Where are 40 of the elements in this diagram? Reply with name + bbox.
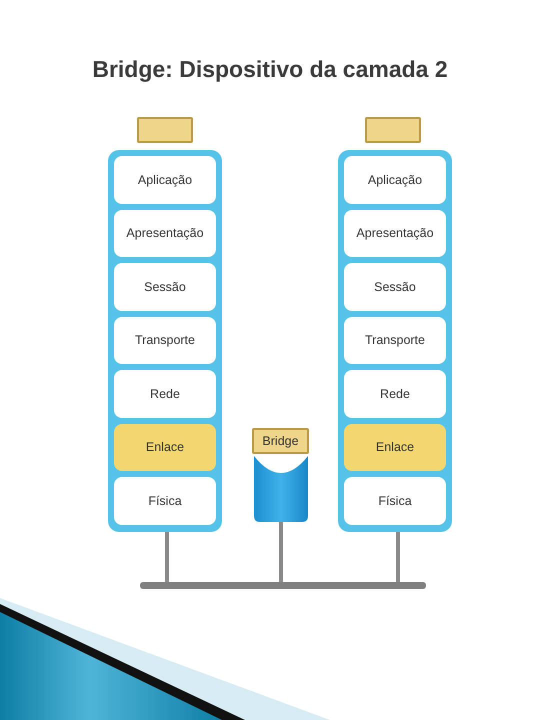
- layer-box: [114, 424, 216, 471]
- layer-name: Rede: [150, 386, 180, 401]
- layer-box: [114, 316, 216, 364]
- device-tag: [137, 117, 193, 143]
- layer-name: Aplicação: [138, 172, 192, 187]
- device-tag: [252, 428, 309, 454]
- layer-name: Física: [378, 494, 412, 508]
- connector-line: [396, 532, 400, 582]
- device-label: Bridge: [262, 434, 299, 448]
- layer-name: Sessão: [374, 280, 416, 294]
- layer-box: [344, 210, 446, 257]
- network-device-icon: [254, 456, 308, 522]
- layer-box: [114, 370, 216, 418]
- layer-name: Aplicação: [368, 172, 422, 187]
- protocol-stack-panel: [338, 150, 452, 532]
- slide-title: Bridge: Dispositivo da camada 2: [91, 56, 449, 83]
- layer-name: Apresentação: [356, 226, 434, 240]
- connector-line: [279, 522, 283, 582]
- layer-name: Enlace: [376, 440, 414, 454]
- layer-name: Física: [148, 494, 182, 508]
- layer-name: Rede: [380, 386, 410, 401]
- layer-box: [114, 210, 216, 257]
- network-bus-line: [140, 582, 426, 589]
- layer-box: [344, 156, 446, 204]
- layer-name: Sessão: [144, 280, 186, 294]
- layer-box: [114, 156, 216, 204]
- layer-box: [114, 477, 216, 524]
- layer-box: [114, 263, 216, 310]
- layer-name: Apresentação: [126, 226, 204, 240]
- layer-box: [344, 263, 446, 310]
- layer-box: [344, 477, 446, 524]
- protocol-stack-panel: [108, 150, 222, 532]
- layer-box: [344, 370, 446, 418]
- connector-line: [165, 532, 169, 582]
- layer-name: Transporte: [365, 333, 425, 348]
- layer-box: [344, 424, 446, 471]
- layer-name: Transporte: [135, 333, 195, 348]
- layer-name: Enlace: [146, 440, 184, 454]
- layer-box: [344, 316, 446, 364]
- device-tag: [365, 117, 421, 143]
